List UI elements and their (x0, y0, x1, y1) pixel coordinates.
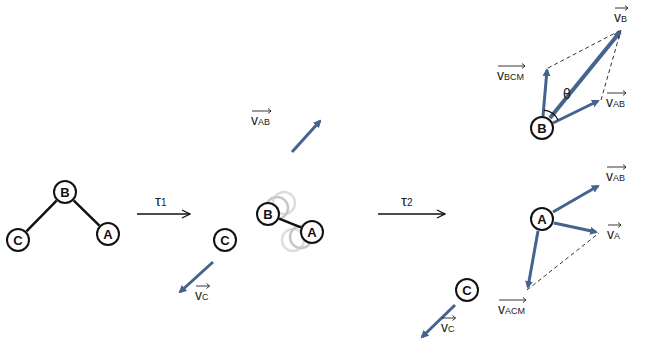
vector-label: vA (607, 226, 620, 243)
vector-arrow-mark (497, 63, 528, 69)
atom-circle: B (530, 116, 554, 140)
symbol-label: θ (563, 86, 571, 103)
atom-label: A (537, 213, 546, 226)
vector-arrow-mark (195, 283, 213, 289)
bond-line (74, 200, 100, 225)
atom-circle: A (300, 220, 324, 244)
vector-label: vC (195, 287, 209, 304)
bond-line (26, 201, 56, 232)
vector-arrow-mark (498, 297, 529, 303)
atom-label: B (60, 186, 69, 199)
atom-label: B (263, 208, 272, 221)
vector-label: vB (614, 9, 627, 26)
vector-arrow-mark (441, 315, 459, 321)
atom-label: B (537, 122, 546, 135)
atom-circle: B (256, 202, 280, 226)
parallelogram-guides (527, 30, 621, 290)
vector-arrow-mark (251, 108, 274, 114)
atom-circle: C (6, 228, 30, 252)
vector-label: vBCM (497, 67, 524, 84)
atom-circle: C (213, 228, 237, 252)
reaction-arrow (378, 213, 445, 214)
vector-arrow-mark (607, 222, 624, 228)
vector-label: vAB (606, 168, 625, 185)
vector-arrow-mark (614, 5, 631, 11)
symbol-label: τ1 (155, 192, 167, 210)
atom-label: A (103, 228, 112, 241)
reaction-arrow (137, 213, 190, 214)
atom-circle: B (53, 180, 77, 204)
velocity-vectors (180, 32, 620, 337)
vector-label: vACM (498, 301, 525, 318)
vector-arrow-mark (606, 90, 629, 96)
vector-arrow-mark (606, 164, 629, 170)
atom-circle: A (530, 207, 554, 231)
vector-label: vC (441, 319, 455, 336)
atom-label: A (307, 226, 316, 239)
atom-label: C (462, 284, 471, 297)
vector-label: vAB (251, 112, 270, 129)
symbol-label: τ2 (401, 192, 413, 210)
vector-label: vAB (606, 94, 625, 111)
bond-line (279, 219, 301, 228)
atom-label: C (220, 234, 229, 247)
atom-circle: A (96, 222, 120, 246)
atom-circle: C (455, 278, 479, 302)
atom-label: C (13, 234, 22, 247)
